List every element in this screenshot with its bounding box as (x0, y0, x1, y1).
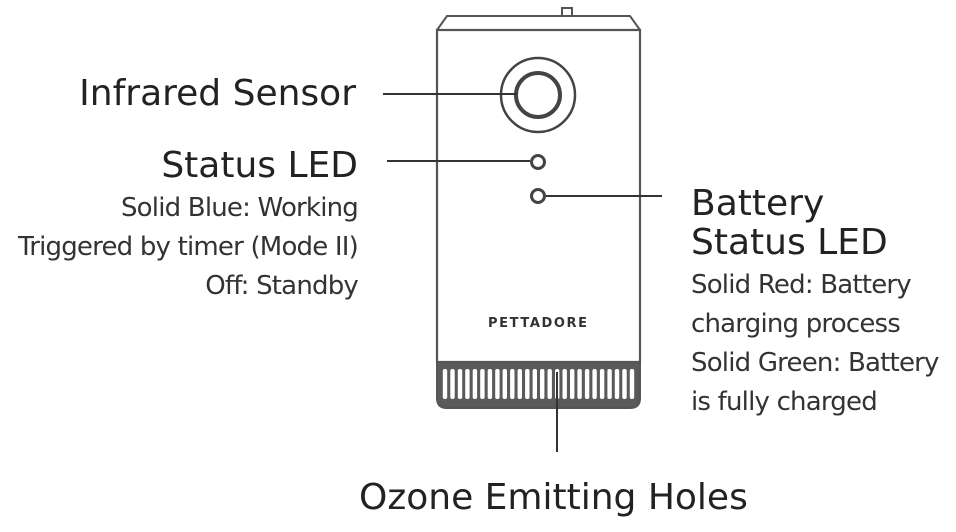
ozone-holes-label: Ozone Emitting Holes (359, 477, 748, 518)
battery-led-title-line-1: Battery (691, 183, 825, 224)
status-led-line-1: Solid Blue: Working (120, 193, 359, 223)
battery-led-line-3: Solid Green: Battery (691, 348, 939, 378)
vent-slot (502, 369, 507, 399)
vent-slot (622, 369, 627, 399)
device-top-nub (561, 7, 573, 17)
vent-slot (525, 369, 530, 399)
vent-slot (487, 369, 493, 399)
infrared-sensor-label: Infrared Sensor (79, 73, 356, 114)
vent-slot (547, 369, 552, 399)
ozone-emitting-holes (442, 369, 635, 399)
device-top-cap (436, 15, 641, 31)
vent-slot (532, 369, 537, 399)
vent-slot (480, 369, 485, 399)
vent-slot (472, 369, 478, 399)
status-led-line-3: Off: Standby (205, 271, 359, 301)
vent-slot (614, 369, 620, 399)
vent-slot (495, 369, 500, 399)
vent-slot (450, 369, 455, 399)
vent-slot (457, 369, 463, 399)
vent-slot (584, 369, 590, 399)
vent-slot (442, 369, 448, 399)
vent-slot (510, 369, 515, 399)
vent-slot (577, 369, 582, 399)
vent-slot (540, 369, 545, 399)
vent-slot (607, 369, 612, 399)
status-led-line-2: Triggered by timer (Mode II) (17, 232, 359, 262)
battery-led-line-1: Solid Red: Battery (691, 270, 912, 300)
battery-led-line-2: charging process (691, 309, 901, 339)
battery-status-led-icon (530, 188, 546, 204)
vent-slot (562, 369, 567, 399)
status-led-title: Status LED (161, 145, 358, 186)
vent-slot (465, 369, 470, 399)
vent-slot (517, 369, 522, 399)
status-led-icon (530, 154, 546, 170)
brand-logo: PETTADORE (488, 316, 589, 331)
battery-led-title-line-2: Status LED (691, 222, 888, 263)
vent-slot (599, 369, 605, 399)
vent-slot (592, 369, 597, 399)
vent-slot (629, 369, 635, 399)
battery-led-line-4: is fully charged (691, 387, 878, 417)
vent-slot (570, 369, 575, 399)
